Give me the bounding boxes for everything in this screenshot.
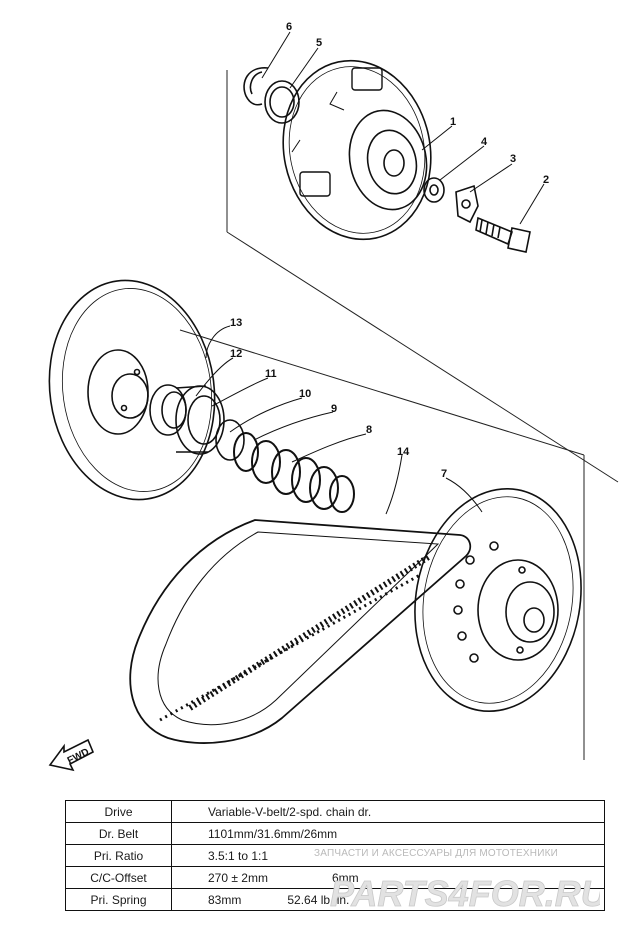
spec-value: Variable-V-belt/2-spd. chain dr. [171,800,605,823]
spec-value-extra: 6mm [331,870,359,885]
movable-sheave [48,279,216,501]
spec-label: Drive [65,800,172,823]
watermark-logo-text: PARTS4FOR.RU [330,873,600,914]
table-row: Dr. Belt 1101mm/31.6mm/26mm [65,822,605,845]
compression-spring [233,432,355,513]
table-row: Pri. Spring 83mm 52.64 lb./in. [65,888,605,911]
spec-value: 83mm 52.64 lb./in. [171,888,605,911]
spec-value-main: 83mm [208,892,242,907]
spec-value-extra: 52.64 lb./in. [287,892,350,907]
spring-washer [215,419,245,461]
spec-value: 1101mm/31.6mm/26mm [171,822,605,845]
table-row: Pri. Ratio 3.5:1 to 1:1 [65,844,605,867]
drive-belt [129,519,472,744]
primary-fixed-sheave [282,59,432,241]
secondary-sheave [414,487,582,713]
spec-value: 270 ± 2mm 6mm [171,866,605,889]
callout-7: 7 [441,468,447,480]
table-row: Drive Variable-V-belt/2-spd. chain dr. [65,800,605,823]
spec-label: C/C-Offset [65,866,172,889]
callout-14: 14 [397,446,410,458]
spring-seat [149,384,187,436]
callout-5: 5 [316,37,322,49]
spec-value-main: 3.5:1 to 1:1 [208,848,269,863]
background-guide-lines [179,70,619,760]
forward-arrow: FWD [48,738,95,772]
callout-2: 2 [543,174,549,186]
washer [423,177,445,203]
callouts: 1 2 3 4 5 6 7 8 9 10 11 12 13 14 [230,21,549,480]
callout-13: 13 [230,317,242,329]
watermark-caption: ЗАПЧАСТИ И АКСЕССУАРЫ ДЛЯ МОТОТЕХНИКИ [314,848,559,859]
spec-label: Pri. Ratio [65,844,172,867]
spec-label: Dr. Belt [65,822,172,845]
snap-ring [243,67,269,106]
callout-3: 3 [510,153,516,165]
callout-4: 4 [481,136,488,148]
table-row: C/C-Offset 270 ± 2mm 6mm [65,866,605,889]
callout-6: 6 [286,21,292,33]
watermark-logo: PARTS4FOR.RU [330,873,600,915]
spec-table: Drive Variable-V-belt/2-spd. chain dr. D… [65,800,605,911]
arrow-icon [48,738,95,772]
spec-value-main: 1101mm/31.6mm/26mm [208,826,338,841]
callout-12: 12 [230,348,242,360]
callout-9: 9 [331,403,337,415]
spec-label: Pri. Spring [65,888,172,911]
callout-8: 8 [366,424,372,436]
callout-11: 11 [265,368,277,380]
bolt [475,216,531,253]
callout-10: 10 [299,388,311,400]
leader-lines [195,31,545,515]
lock-washer [455,184,479,224]
callout-1: 1 [450,116,456,128]
retaining-ring [264,80,300,124]
spec-value-main: Variable-V-belt/2-spd. chain dr. [208,804,372,819]
spec-value-main: 270 ± 2mm [208,870,268,885]
cam-follower [175,385,225,455]
